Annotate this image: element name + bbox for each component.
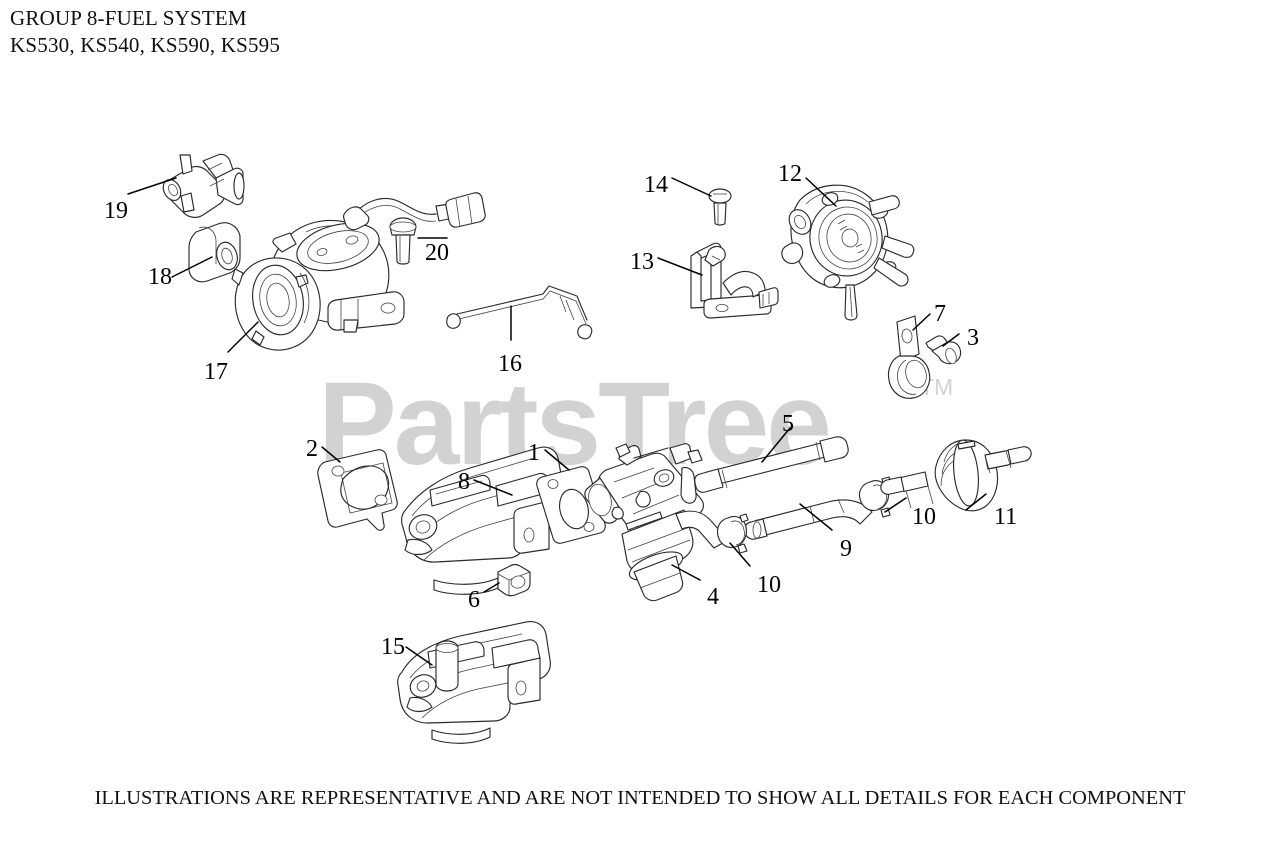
part-16-governor-linkage-rod [446,285,593,341]
callout-10b: 10 [912,504,936,530]
callout-18: 18 [148,264,172,290]
callout-2: 2 [306,436,318,462]
callout-6: 6 [468,587,480,613]
callout-4: 4 [707,584,719,610]
part-14-bracket-screw [671,177,732,226]
callout-1: 1 [528,440,540,466]
callout-20: 20 [425,240,449,266]
part-15-intake-manifold-alt [397,620,551,744]
part-1-carburetor-gasket [536,449,606,544]
callout-16: 16 [498,351,522,377]
part-9-fuel-line-lower [744,498,873,540]
model-list: KS530, KS540, KS590, KS595 [10,33,281,57]
part-12-fuel-pump-round [781,177,915,321]
part-17-fuel-pump-assembly [227,192,486,353]
part-19-fuel-shutoff-valve [127,153,245,218]
callout-3: 3 [967,325,979,351]
part-7-hose-clamp-bracket [887,313,931,399]
callout-9: 9 [840,536,852,562]
part-2-intake-gasket [317,446,398,531]
part-10a-hose-clamp [716,513,751,567]
part-20-pump-bolt [389,217,448,265]
page-title: GROUP 8-FUEL SYSTEM [10,6,247,30]
part-8-intake-manifold [401,446,565,595]
callout-7: 7 [934,301,946,327]
callout-19: 19 [104,198,128,224]
disclaimer-text: ILLUSTRATIONS ARE REPRESENTATIVE AND ARE… [94,787,1186,809]
callout-5: 5 [782,411,794,437]
callout-12: 12 [778,161,802,187]
callout-11: 11 [994,504,1018,530]
callout-13: 13 [630,249,654,275]
callout-15: 15 [381,634,405,660]
part-5-fuel-line-upper [694,427,849,493]
callout-8: 8 [458,469,470,495]
part-11-fuel-filter [880,439,1032,512]
callout-10a: 10 [757,572,781,598]
part-3-clamp-bolt [925,333,962,365]
callout-17: 17 [204,359,228,385]
part-18-fuel-grommet [171,222,241,283]
part-13-pump-bracket [657,242,779,319]
part-6-manifold-nut [483,563,531,597]
part-4-carburetor [584,443,729,602]
callout-14: 14 [644,172,668,198]
